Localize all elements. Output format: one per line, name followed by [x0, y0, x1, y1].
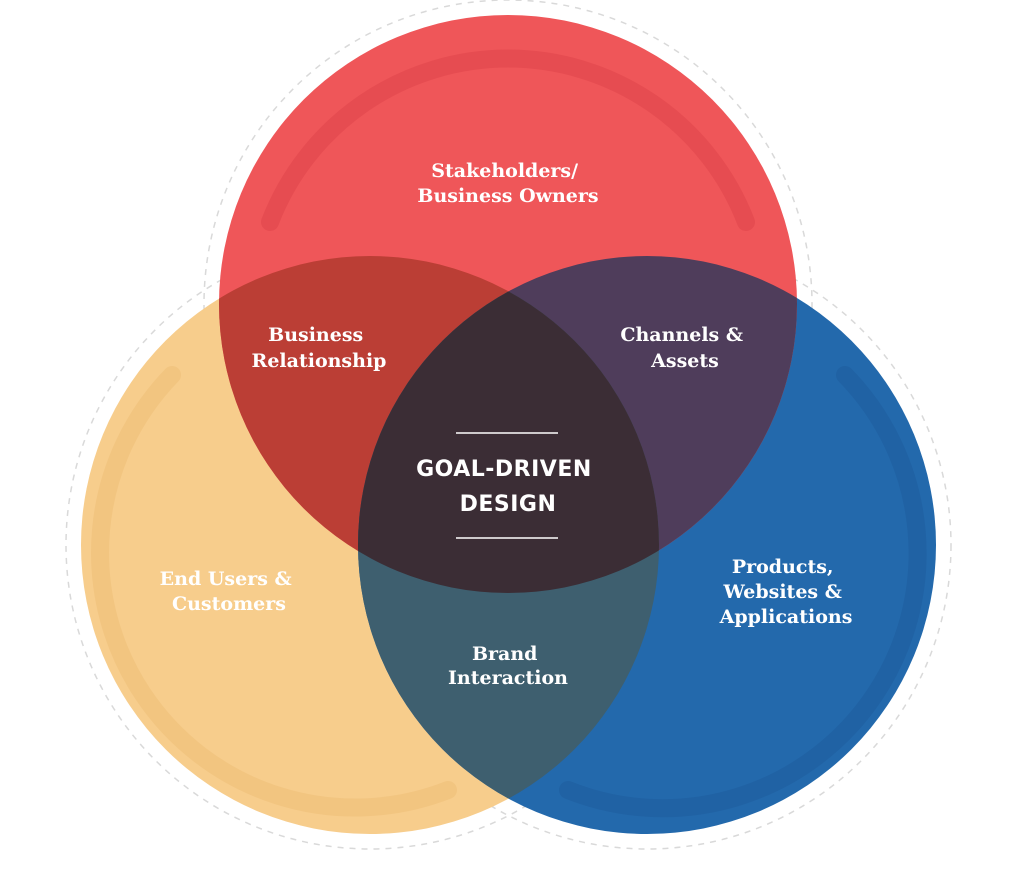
- center-label-line-1: GOAL-DRIVEN: [416, 457, 592, 482]
- left-circle-label: End Users & Customers: [160, 568, 299, 615]
- right-circle-accent-arc: [559, 366, 927, 818]
- left-right-label-line-1: Brand: [472, 643, 537, 665]
- overlap-top-left-label: Business Relationship: [252, 324, 387, 372]
- right-label-line-1: Products,: [732, 556, 834, 578]
- top-left-label-line-2: Relationship: [252, 350, 387, 372]
- right-label-line-3: Applications: [719, 606, 853, 628]
- overlap-top-right-label: Channels & Assets: [620, 324, 749, 372]
- right-circle-label: Products, Websites & Applications: [719, 556, 853, 628]
- center-label: GOAL-DRIVEN DESIGN: [416, 457, 600, 517]
- center-label-line-2: DESIGN: [460, 492, 557, 517]
- top-circle-label: Stakeholders/ Business Owners: [417, 160, 598, 207]
- top-dashed-outline: [203, 0, 813, 609]
- top-label-line-2: Business Owners: [417, 185, 598, 207]
- top-left-label-line-1: Business: [268, 324, 363, 346]
- top-right-label-line-1: Channels &: [620, 324, 743, 346]
- overlap-center: [358, 256, 659, 593]
- left-label-line-1: End Users &: [160, 568, 292, 590]
- left-label-line-2: Customers: [172, 593, 286, 615]
- overlap-left-right-label: Brand Interaction: [448, 643, 568, 689]
- right-label-line-2: Websites &: [722, 581, 841, 603]
- top-label-line-1: Stakeholders/: [431, 160, 578, 182]
- top-right-label-line-2: Assets: [650, 350, 719, 372]
- left-right-label-line-2: Interaction: [448, 667, 568, 689]
- left-circle-accent-arc: [91, 366, 457, 817]
- top-circle-accent-arc: [261, 49, 755, 231]
